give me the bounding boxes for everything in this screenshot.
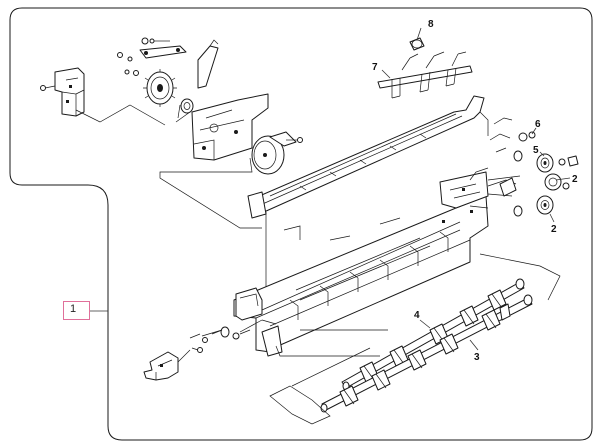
- callout-4-leader: [419, 319, 431, 329]
- left-bracket-part: [40, 67, 85, 117]
- callout-6-label: 6: [535, 119, 541, 130]
- gear-drive-assembly: [117, 37, 303, 175]
- roller-outline-frame: [269, 347, 371, 425]
- callout-3-leader: [469, 339, 479, 351]
- guide-line-rail-down: [265, 111, 489, 290]
- bottom-left-small-parts: [189, 319, 263, 353]
- guide-line-bottom-left: [177, 319, 277, 363]
- callout-5-leader: [539, 151, 545, 157]
- spring-part-8: [409, 27, 425, 51]
- callout-2b-leader: [549, 213, 555, 223]
- guide-line-left-bracket: [75, 104, 166, 126]
- assembly-boundary: [9, 7, 593, 441]
- roller-shaft-3: [320, 294, 533, 413]
- upper-guide-rail: [247, 95, 485, 219]
- guide-line-frame-to-rollers: [275, 253, 561, 357]
- callout-1-label: 1: [70, 303, 77, 315]
- guide-fingers-part-7: [377, 51, 473, 99]
- guide-line-gear-drop: [175, 104, 191, 123]
- callout-5-label: 5: [533, 145, 539, 156]
- main-frame-assembly: [233, 171, 489, 357]
- callout-6-leader: [531, 127, 537, 135]
- guide-line-gear-to-frame: [159, 157, 262, 229]
- callout-2b-label: 2: [551, 224, 557, 235]
- callout-1-highlight-box: [63, 301, 90, 320]
- callout-4-label: 4: [414, 310, 420, 321]
- bottom-left-bracket: [143, 351, 179, 381]
- callout-7-label: 7: [372, 62, 378, 73]
- callout-7-leader: [381, 69, 391, 79]
- callout-2a-leader: [555, 177, 571, 181]
- callout-8-label: 8: [428, 19, 434, 30]
- callout-2a-label: 2: [572, 174, 578, 185]
- right-gear-train: [469, 117, 579, 217]
- callout-3-label: 3: [474, 352, 480, 363]
